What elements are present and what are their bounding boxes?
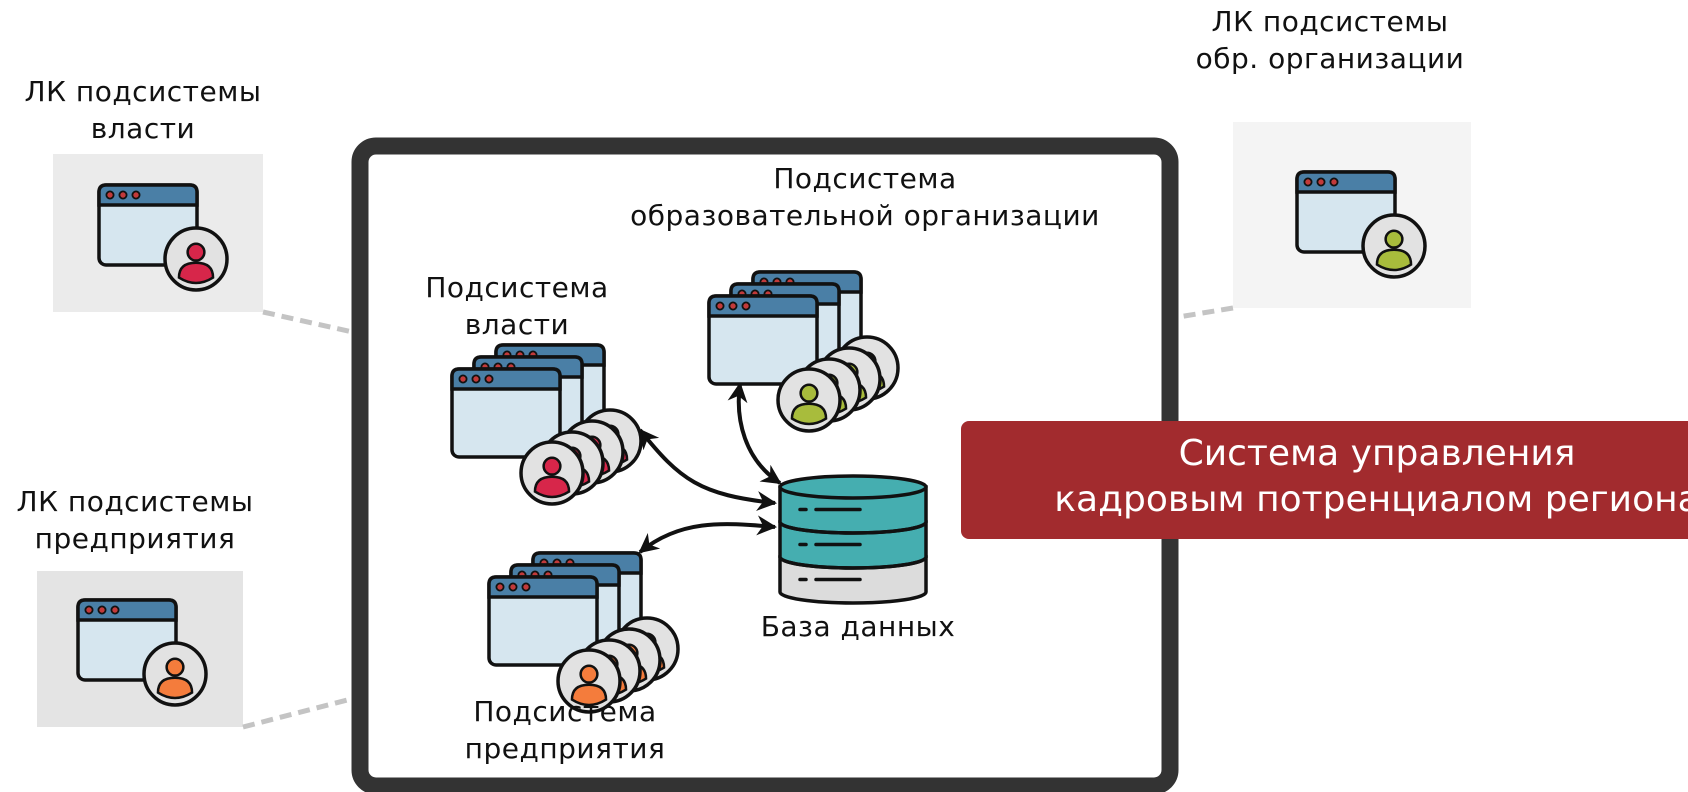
browser-stack-users-icon	[487, 551, 680, 714]
browser-stack-users-icon	[707, 270, 900, 433]
browser-user-icon	[97, 183, 229, 292]
arrow-edu-db	[727, 382, 782, 485]
gov-subsystem-label: Подсистема власти	[425, 271, 609, 341]
edu-subsystem-label: Подсистема образовательной организации	[630, 162, 1100, 232]
browser-user-icon	[1295, 170, 1427, 279]
lk-edu-label: ЛК подсистемы обр. организации	[1195, 5, 1465, 75]
system-banner: Система управления кадровым потренциалом…	[961, 421, 1688, 539]
lk-ent-label: ЛК подсистемы предприятия	[16, 485, 254, 555]
arrow-ent-db	[638, 515, 777, 554]
arrow-gov-db	[638, 428, 777, 512]
system-banner-text: Система управления кадровым потренциалом…	[1054, 433, 1688, 520]
browser-user-icon	[76, 598, 208, 707]
browser-stack-users-icon	[450, 343, 643, 506]
lk-gov-label: ЛК подсистемы власти	[24, 75, 262, 145]
data-flow-arrows	[638, 382, 782, 554]
database-icon	[778, 474, 928, 605]
database-label: База данных	[760, 610, 956, 643]
ent-subsystem-label: Подсистема предприятия	[464, 695, 666, 765]
